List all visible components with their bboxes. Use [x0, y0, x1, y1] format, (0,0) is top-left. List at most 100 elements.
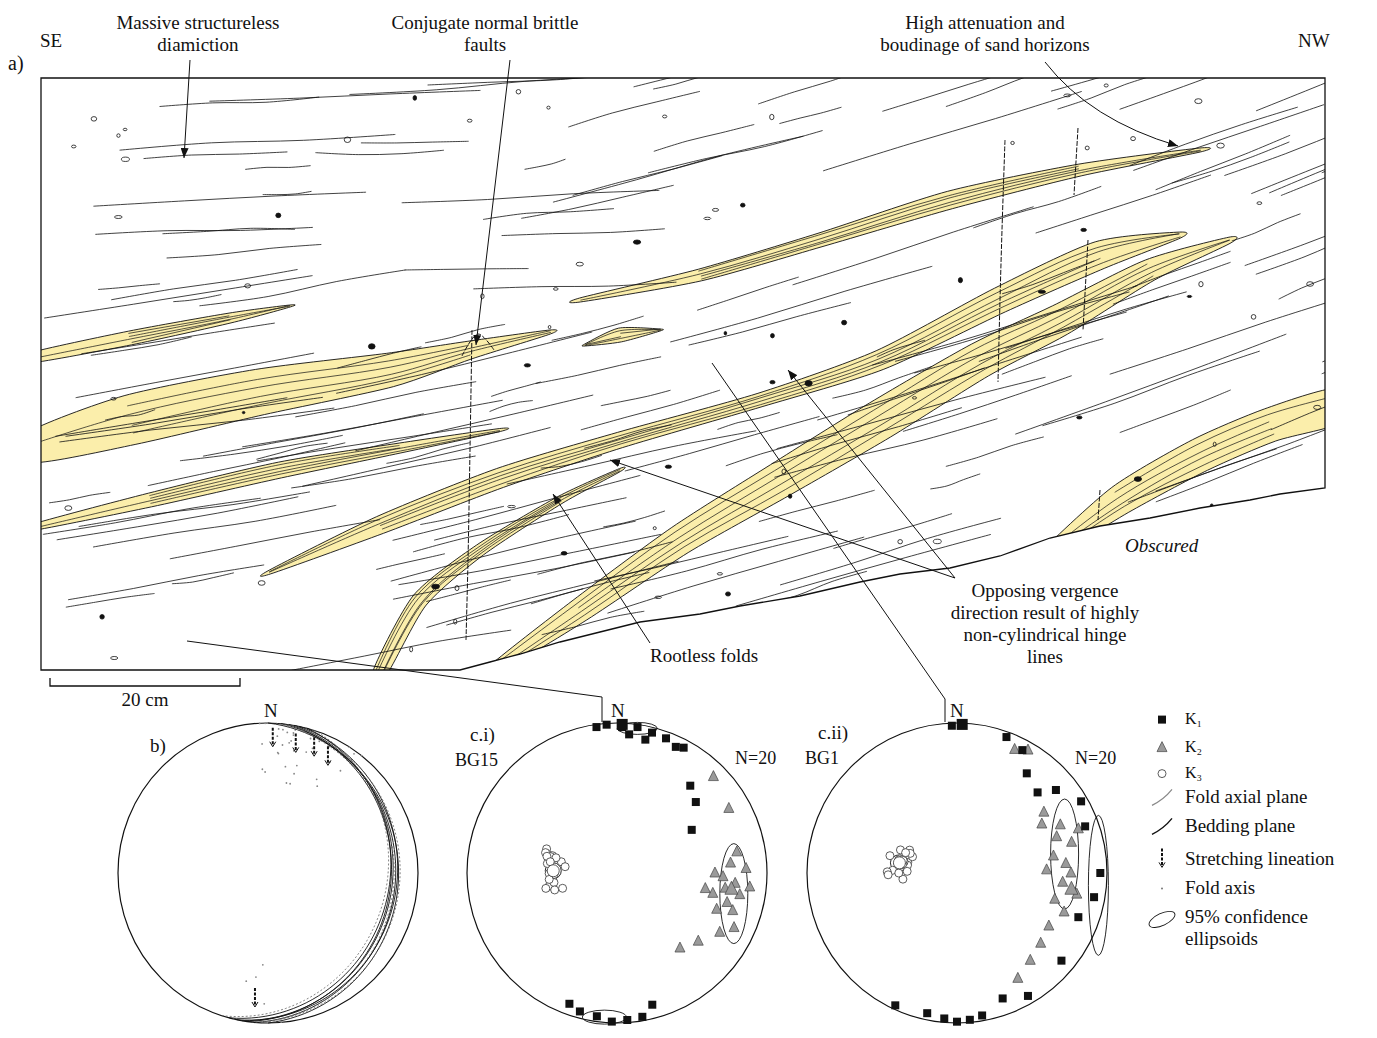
k2-triangle: [1055, 819, 1065, 829]
lamina-line: [488, 264, 1148, 670]
leader-line: [788, 370, 955, 578]
bedding-symbol: [1152, 818, 1172, 834]
diamict-lamina: [521, 185, 673, 218]
k2-triangle: [1039, 806, 1049, 816]
fold-axis-point: [259, 723, 261, 725]
diamict-lamina: [91, 337, 192, 355]
stretching-lineation: [252, 1002, 258, 1007]
lamina-line: [698, 166, 1078, 271]
clast: [553, 288, 558, 291]
clast: [242, 411, 245, 413]
brittle-fault: [1074, 128, 1078, 195]
axial-plane-great-circle: [260, 723, 394, 1023]
clast: [1314, 405, 1321, 409]
leader-line: [553, 494, 650, 643]
clast: [576, 262, 583, 266]
clast: [455, 586, 459, 591]
clast: [1131, 137, 1136, 141]
diamict-lamina: [1281, 144, 1377, 196]
k2-triangle: [1058, 876, 1068, 886]
lamina-line: [586, 337, 621, 345]
k3-circle: [559, 884, 567, 892]
legend-text: K₁: [1185, 710, 1202, 728]
fold-axis-point: [348, 746, 350, 748]
clast: [898, 540, 903, 544]
k1-square: [953, 1018, 961, 1026]
k1-square: [999, 994, 1007, 1002]
legend-text: Bedding plane: [1185, 815, 1295, 837]
k1-square: [1024, 992, 1032, 1000]
sand-horizon: [21, 305, 295, 363]
clast: [524, 364, 530, 367]
diamict-lamina: [1322, 278, 1377, 362]
k3-circle: [547, 865, 559, 877]
k1-square: [891, 1001, 899, 1009]
k2-triangle: [741, 862, 751, 872]
diamict-lamina: [670, 266, 932, 342]
clast: [368, 344, 375, 349]
leader-line: [712, 363, 945, 722]
clast: [1217, 143, 1225, 148]
axial-plane-great-circle: [252, 724, 400, 1022]
diamict-lamina: [57, 497, 299, 540]
lamina-line: [129, 306, 290, 336]
fold-axis-point: [316, 778, 318, 780]
k1-square: [686, 782, 694, 790]
fold-axis-point: [263, 1003, 265, 1005]
diamict-lamina: [611, 531, 838, 589]
diamict-lamina: [399, 534, 662, 584]
k2-triangle: [745, 881, 755, 891]
clast: [1177, 527, 1183, 531]
k2-triangle: [1010, 743, 1020, 753]
diamict-lamina: [144, 152, 288, 159]
diamict-lamina: [726, 435, 838, 466]
clast: [1307, 282, 1314, 287]
clast: [561, 551, 567, 555]
lamina-line: [1041, 434, 1274, 563]
k3-circle: [551, 886, 559, 894]
clast: [1104, 84, 1108, 87]
stereonet-circle: [467, 723, 767, 1023]
sand-horizon: [21, 330, 558, 463]
diamict-lamina: [434, 498, 626, 541]
k1-square: [623, 1016, 631, 1024]
clast: [704, 217, 711, 219]
k3-circle: [902, 849, 910, 857]
diamict-lamina: [832, 367, 932, 399]
diamict-lamina: [780, 518, 1001, 585]
fold-axis-point: [264, 771, 266, 773]
legend-text: 95% confidence ellipsoids: [1185, 906, 1355, 950]
diamict-lamina: [553, 136, 803, 202]
diamict-lamina: [872, 286, 1137, 365]
clast: [770, 380, 775, 383]
brittle-fault: [466, 330, 472, 640]
clast: [65, 506, 72, 511]
diamict-lamina: [1042, 351, 1259, 426]
diamict-lamina: [541, 455, 602, 468]
bedding-great-circle: [247, 724, 391, 1021]
k1-square: [648, 1001, 656, 1009]
diamict-lamina: [402, 190, 660, 202]
clast: [1257, 202, 1262, 205]
k2-triangle: [1050, 893, 1060, 903]
clast: [1085, 146, 1089, 150]
legend-text: Fold axial plane: [1185, 786, 1307, 808]
diamict-lamina: [1301, 517, 1377, 548]
k2-triangle: [710, 867, 720, 877]
diamict-lamina: [59, 408, 334, 442]
clast: [508, 505, 516, 507]
clast: [1077, 416, 1082, 419]
clast: [782, 469, 786, 474]
stereonet-b: [118, 722, 418, 1023]
k2-triangle: [1065, 881, 1078, 894]
fold-axis-point: [296, 765, 298, 767]
fold-axis-point: [282, 729, 284, 731]
clast: [121, 157, 129, 161]
diamict-lamina: [758, 69, 866, 104]
lamina-line: [580, 169, 1078, 300]
k2-triangle: [1052, 831, 1062, 841]
diamict-lamina: [66, 593, 155, 607]
diamict-lamina: [1113, 262, 1231, 304]
k3-circle: [893, 857, 905, 869]
fold-axis-point: [285, 766, 287, 768]
